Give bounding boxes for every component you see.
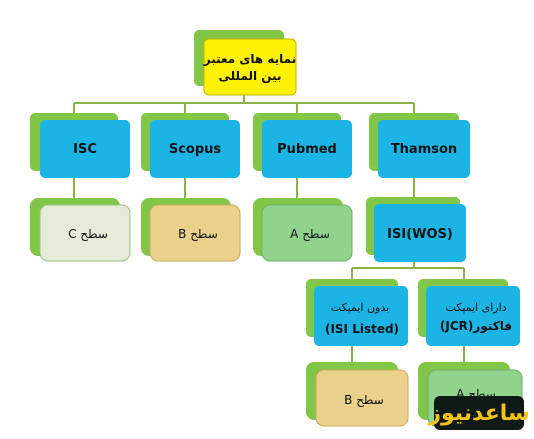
database-label: Pubmed — [277, 142, 337, 157]
level-node-isi-listed: سطح B — [306, 362, 409, 427]
isi-child-jcr: دارای ایمپکت فاکتور(JCR) — [418, 279, 520, 346]
isi-child-label-line1: بدون ایمپکت — [331, 301, 389, 314]
level-label: سطح C — [68, 227, 108, 241]
database-node-scopus: Scopus — [141, 113, 240, 178]
isi-child-label-line1: دارای ایمپکت — [445, 301, 506, 314]
level-label: سطح B — [344, 393, 384, 407]
database-label: Thamson — [391, 142, 457, 157]
root-label-line1: نمایه های معتبر — [203, 52, 296, 66]
watermark-text: ساعدنیوز — [428, 400, 530, 426]
database-label: Scopus — [169, 142, 222, 157]
level-node-pubmed: سطح A — [253, 198, 353, 262]
level-node-isc: سطح C — [30, 198, 131, 262]
level-label: سطح A — [290, 227, 330, 241]
isi-label: ISI(WOS) — [387, 227, 453, 242]
isi-child-label-line2: (ISI Listed) — [325, 322, 399, 336]
database-node-thamson: Thamson — [369, 113, 470, 178]
watermark-logo: ساعدنیوز — [428, 396, 530, 430]
isi-child-label-line2: فاکتور(JCR) — [440, 319, 512, 334]
database-node-pubmed: Pubmed — [253, 113, 352, 178]
isi-child-listed: بدون ایمپکت (ISI Listed) — [306, 279, 408, 346]
isi-node: ISI(WOS) — [366, 197, 466, 262]
database-node-isc: ISC — [30, 113, 130, 178]
database-label: ISC — [73, 142, 97, 157]
root-label-line2: بین المللی — [219, 69, 282, 83]
level-label: سطح B — [178, 227, 218, 241]
root-node: نمایه های معتبر بین المللی — [194, 30, 297, 96]
level-node-scopus: سطح B — [141, 198, 241, 262]
